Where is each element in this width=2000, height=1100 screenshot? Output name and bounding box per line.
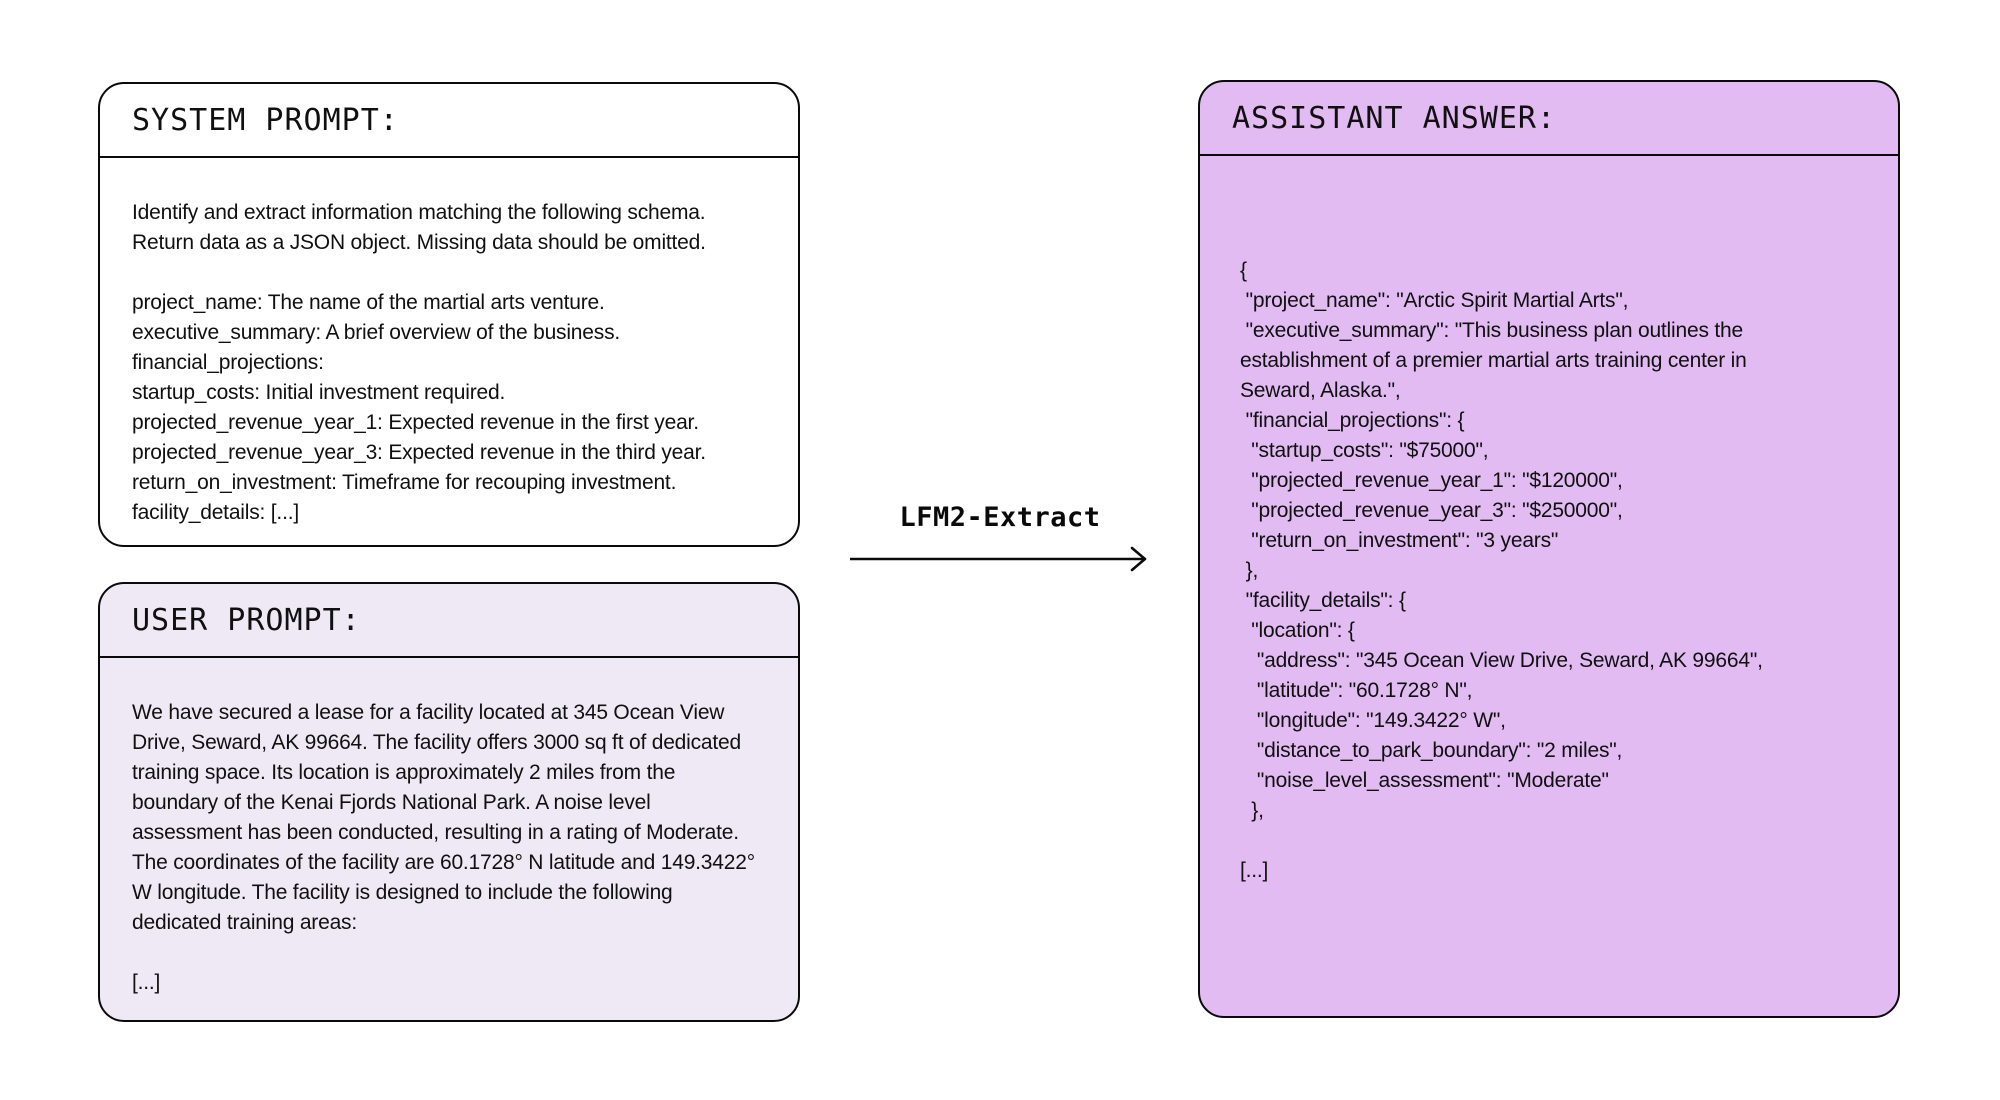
assistant-answer-header: ASSISTANT ANSWER:: [1200, 82, 1898, 156]
assistant-answer-json: { "project_name": "Arctic Spirit Martial…: [1240, 259, 1763, 882]
user-prompt-body: We have secured a lease for a facility l…: [132, 701, 755, 994]
system-prompt-panel: SYSTEM PROMPT: Identify and extract info…: [98, 82, 800, 547]
user-prompt-header: USER PROMPT:: [100, 584, 798, 658]
user-prompt-panel: USER PROMPT: We have secured a lease for…: [98, 582, 800, 1022]
system-prompt-header: SYSTEM PROMPT:: [100, 84, 798, 158]
system-prompt-body: Identify and extract information matchin…: [132, 201, 706, 524]
system-prompt-title: SYSTEM PROMPT:: [132, 102, 399, 138]
assistant-answer-title: ASSISTANT ANSWER:: [1232, 100, 1557, 136]
assistant-answer-panel: ASSISTANT ANSWER: { "project_name": "Arc…: [1198, 80, 1900, 1018]
model-flow: LFM2-Extract: [848, 502, 1152, 573]
user-prompt-title: USER PROMPT:: [132, 602, 361, 638]
model-name-label: LFM2-Extract: [899, 502, 1101, 533]
right-arrow-icon: [850, 546, 1147, 572]
assistant-answer-body: { "project_name": "Arctic Spirit Martial…: [1200, 156, 1898, 1016]
